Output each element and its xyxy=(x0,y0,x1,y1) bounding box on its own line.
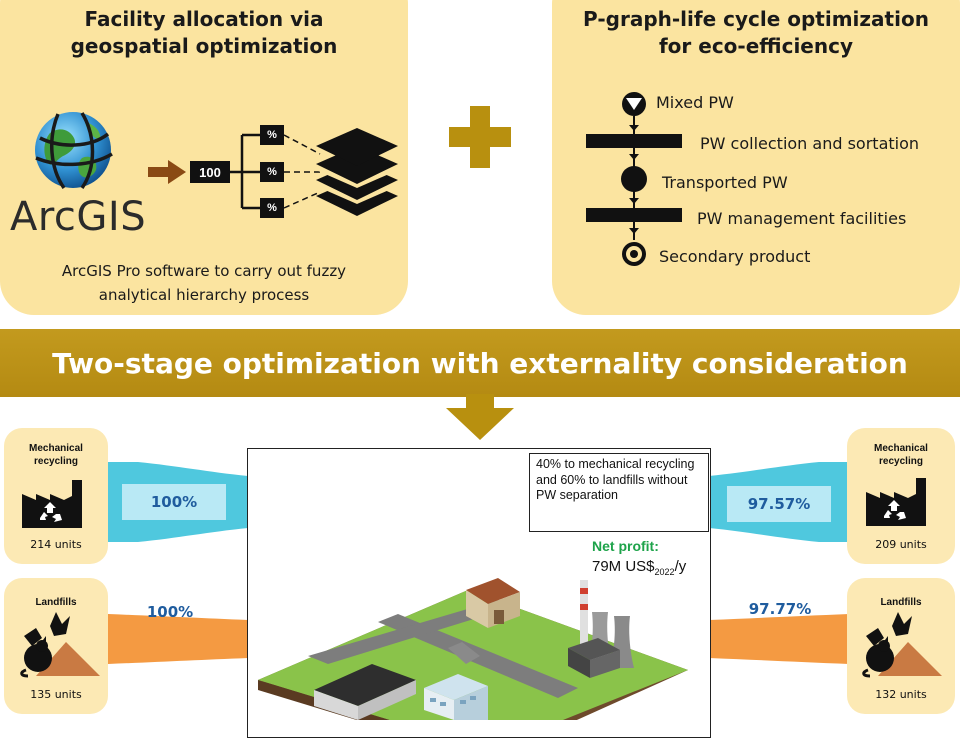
collection-sortation-label: PW collection and sortation xyxy=(700,134,920,153)
left-landfill-box xyxy=(4,578,108,714)
left-landfill-flow-band xyxy=(108,614,248,664)
left-recycling-percent-box: 100% xyxy=(122,484,226,520)
banner-text: Two-stage optimization with externality … xyxy=(52,346,908,380)
net-profit-value: 79M US$2022/y xyxy=(592,558,686,577)
left-landfill-percent: 100% xyxy=(146,603,194,621)
pgraph-panel xyxy=(552,0,960,315)
left-landfill-units: 135 units xyxy=(30,688,82,701)
right-landfill-box xyxy=(847,578,955,714)
transported-pw-label: Transported PW xyxy=(662,173,788,192)
right-landfill-label: Landfills xyxy=(880,597,922,608)
recycling-factory-icon-right xyxy=(866,478,926,526)
right-landfill-units: 132 units xyxy=(875,688,927,701)
recycling-factory-icon xyxy=(22,480,82,528)
geospatial-title: Facility allocation via geospatial optim… xyxy=(70,7,338,58)
left-recycling-label: Mechanical recycling xyxy=(29,443,83,467)
left-recycling-percent: 100% xyxy=(150,493,198,511)
arrow-down-icon xyxy=(446,394,514,440)
left-landfill-label: Landfills xyxy=(35,597,77,608)
weight-box-3: % xyxy=(260,198,284,218)
right-recycling-percent-box: 97.57% xyxy=(727,486,831,522)
layers-icon xyxy=(316,128,398,216)
arcgis-logo-text: ArcGIS xyxy=(10,194,147,240)
left-recycling-units: 214 units xyxy=(30,538,82,551)
banner: Two-stage optimization with externality … xyxy=(0,329,960,397)
pgraph-flow-diagram xyxy=(586,92,682,266)
globe-icon xyxy=(35,112,113,190)
city-scene-illustration xyxy=(258,578,688,720)
pgraph-title: P-graph-life cycle optimization for eco-… xyxy=(583,7,929,58)
right-landfill-flow-band xyxy=(709,614,849,664)
right-landfill-percent: 97.77% xyxy=(748,600,812,618)
landfill-icon-right xyxy=(862,612,942,678)
management-facilities-label: PW management facilities xyxy=(697,209,907,228)
net-profit-unit: /y xyxy=(674,558,687,575)
right-recycling-label: Mechanical recycling xyxy=(874,443,928,467)
flow-value-box: 100 xyxy=(190,161,230,183)
weight-box-2: % xyxy=(260,162,284,182)
secondary-product-label: Secondary product xyxy=(659,247,811,266)
right-recycling-units: 209 units xyxy=(875,538,927,551)
arrow-right-icon xyxy=(148,160,186,184)
weight-box-1: % xyxy=(260,125,284,145)
mixed-pw-label: Mixed PW xyxy=(656,93,734,112)
plus-icon xyxy=(449,106,511,168)
net-profit-label: Net profit: xyxy=(592,538,659,554)
scenario-note: 40% to mechanical recycling and 60% to l… xyxy=(529,453,709,532)
split-branch-connector xyxy=(230,133,321,210)
landfill-icon xyxy=(20,612,100,678)
left-recycling-box xyxy=(4,428,108,564)
net-profit-year: 2022 xyxy=(654,567,675,577)
net-profit-amount: 79M US$ xyxy=(592,558,655,575)
right-recycling-percent: 97.57% xyxy=(747,495,811,513)
geospatial-caption: ArcGIS Pro software to carry out fuzzy a… xyxy=(61,262,347,304)
